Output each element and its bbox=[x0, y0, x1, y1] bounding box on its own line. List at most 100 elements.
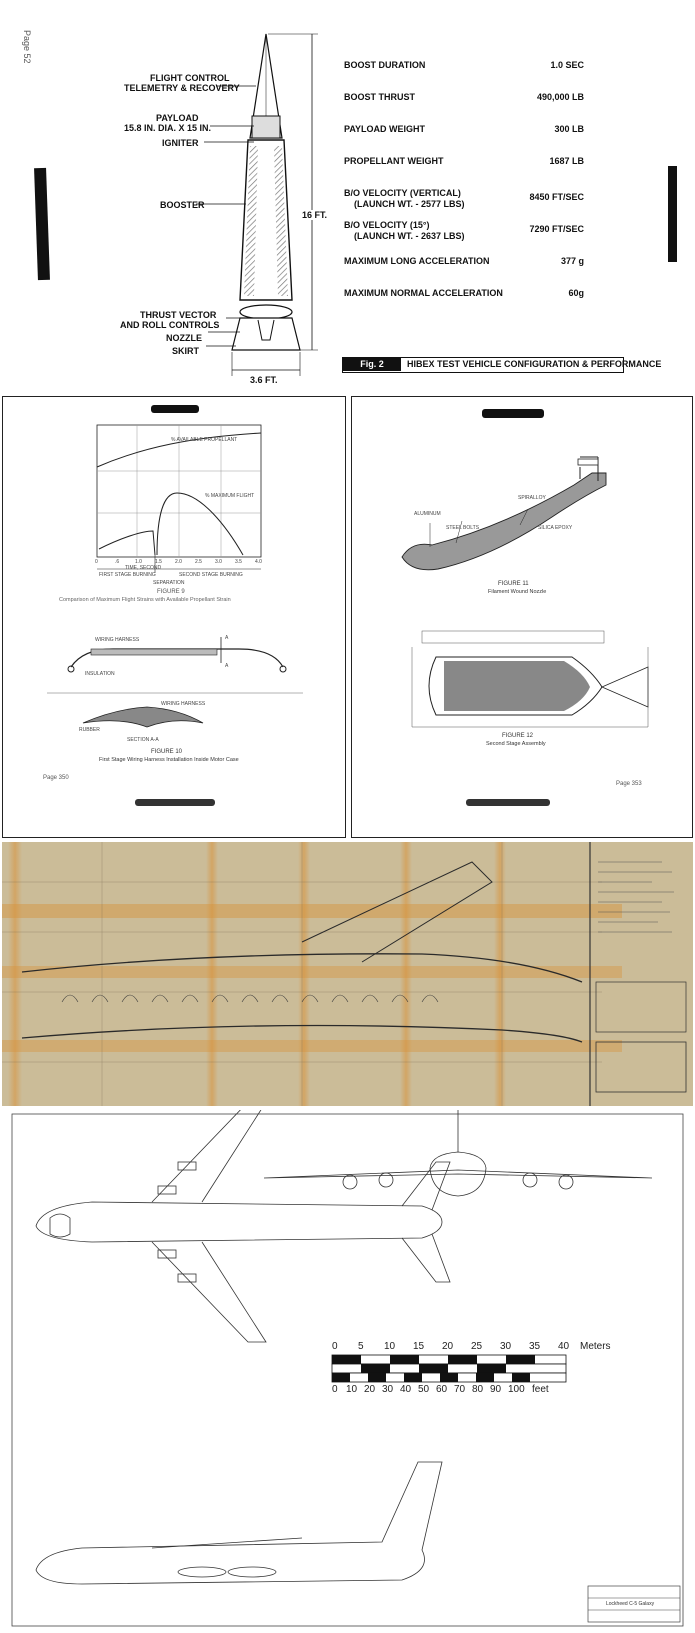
figure11-title: Filament Wound Nozzle bbox=[488, 589, 547, 595]
chart-label-available: % AVAILABLE PROPELLANT bbox=[171, 437, 238, 443]
fuselage-bottom-profile bbox=[21, 1024, 583, 1043]
label-rubber: RUBBER bbox=[79, 727, 100, 733]
tick-label: .6 bbox=[115, 559, 120, 565]
label-spiralloy: SPIRALLOY bbox=[518, 495, 546, 501]
scale-tick: 15 bbox=[413, 1341, 425, 1352]
chart-label-max-flight: % MAXIMUM FLIGHT bbox=[205, 493, 255, 499]
chart-label-separation: SEPARATION bbox=[153, 580, 185, 586]
scale-tick: 90 bbox=[490, 1384, 502, 1395]
scale-tick: 30 bbox=[500, 1341, 512, 1352]
parts-list-block bbox=[595, 981, 687, 1033]
chart-label-second-stage: SECOND STAGE BURNING bbox=[179, 572, 243, 578]
label-igniter: IGNITER bbox=[162, 138, 199, 148]
label-steel-bolts: STEEL BOLTS bbox=[446, 525, 480, 531]
spec-value: 8450 FT/SEC bbox=[529, 192, 584, 202]
label-aluminum: ALUMINUM bbox=[414, 511, 441, 517]
figure-caption: HIBEX TEST VEHICLE CONFIGURATION & PERFO… bbox=[407, 359, 662, 369]
spec-label-2: (LAUNCH WT. - 2577 LBS) bbox=[354, 199, 465, 209]
max-flight-curve bbox=[156, 492, 244, 556]
redaction-mark bbox=[34, 167, 50, 281]
label-wiring-harness: WIRING HARNESS bbox=[95, 637, 140, 643]
label-payload: PAYLOAD bbox=[156, 113, 199, 123]
label-nozzle: NOZZLE bbox=[166, 333, 202, 343]
redaction-mark bbox=[482, 409, 544, 418]
scale-tick: 100 bbox=[508, 1384, 525, 1395]
scale-tick: 5 bbox=[358, 1341, 364, 1352]
scale-labels-meters: 0 5 10 15 20 25 30 35 40 Meters bbox=[332, 1341, 632, 1353]
available-propellant-curve bbox=[96, 432, 262, 468]
label-insulation: INSULATION bbox=[85, 671, 115, 677]
tick-label: 2.5 bbox=[195, 559, 202, 565]
label-payload-dims: 15.8 IN. DIA. X 15 IN. bbox=[124, 123, 212, 133]
notes-block bbox=[598, 861, 674, 933]
fig-label: Fig. 2 bbox=[343, 358, 401, 371]
label-thrust-vector: THRUST VECTOR bbox=[140, 310, 217, 320]
scale-bar-meters bbox=[331, 1354, 567, 1383]
drawing-border bbox=[11, 1113, 684, 1627]
hibex-panel: Page 52 bbox=[0, 0, 695, 392]
spec-label: B/O VELOCITY (VERTICAL) bbox=[344, 188, 461, 198]
label-skirt: SKIRT bbox=[172, 346, 199, 356]
label-wiring-harness-2: WIRING HARNESS bbox=[161, 701, 206, 707]
tick-label: 1.5 bbox=[155, 559, 162, 565]
spec-label-2: (LAUNCH WT. - 2637 LBS) bbox=[354, 231, 465, 241]
c5-front-view bbox=[263, 1110, 653, 1197]
spec-label: PAYLOAD WEIGHT bbox=[344, 124, 426, 134]
spec-label: B/O VELOCITY (15°) bbox=[344, 220, 430, 230]
scale-tick: 10 bbox=[384, 1341, 396, 1352]
tick-label: 2.0 bbox=[175, 559, 182, 565]
figure-caption-bar: Fig. 2 HIBEX TEST VEHICLE CONFIGURATION … bbox=[342, 357, 661, 373]
redaction-mark bbox=[135, 799, 215, 806]
label-section-a-top: A bbox=[225, 635, 229, 641]
scale-tick: 30 bbox=[382, 1384, 394, 1395]
spec-value: 300 LB bbox=[554, 124, 584, 134]
scale-labels-feet: 0 10 20 30 40 50 60 70 80 90 100 feet bbox=[332, 1384, 632, 1396]
tick-label: 0 bbox=[95, 559, 98, 565]
fuselage-top-profile bbox=[21, 953, 583, 983]
scale-tick: 80 bbox=[472, 1384, 484, 1395]
spec-label: BOOST THRUST bbox=[344, 92, 415, 102]
wing-profile bbox=[301, 861, 493, 963]
scale-tick: 40 bbox=[400, 1384, 412, 1395]
scale-tick: 70 bbox=[454, 1384, 466, 1395]
hibex-vehicle-drawing bbox=[34, 33, 677, 376]
c5-drawing bbox=[11, 1110, 684, 1627]
rust-stain-bands bbox=[2, 842, 622, 1106]
figure9-num: FIGURE 9 bbox=[157, 589, 185, 595]
label-diameter: 3.6 FT. bbox=[250, 375, 278, 385]
label-silica-epoxy: SILICA EPOXY bbox=[538, 525, 573, 531]
label-section-aa: SECTION A-A bbox=[127, 737, 159, 743]
label-section-a-bottom: A bbox=[225, 663, 229, 669]
spec-value: 490,000 LB bbox=[536, 92, 584, 102]
c5-three-view-panel: 0 5 10 15 20 25 30 35 40 Meters 0 10 20 … bbox=[2, 1110, 693, 1631]
c5-top-view bbox=[35, 1110, 451, 1343]
figure9-title: Comparison of Maximum Flight Strains wit… bbox=[59, 597, 231, 603]
chart-gridlines bbox=[97, 425, 261, 557]
scale-tick: 50 bbox=[418, 1384, 430, 1395]
spec-value: 7290 FT/SEC bbox=[529, 224, 584, 234]
title-block bbox=[595, 1041, 687, 1093]
page-353-drawings bbox=[401, 409, 649, 806]
figure12-title: Second Stage Assembly bbox=[486, 741, 546, 747]
scale-tick: 35 bbox=[529, 1341, 541, 1352]
spec-label: MAXIMUM LONG ACCELERATION bbox=[344, 256, 490, 266]
report-page-353: ALUMINUM STEEL BOLTS SPIRALLOY SILICA EP… bbox=[351, 396, 693, 838]
redaction-mark bbox=[668, 166, 677, 262]
redaction-mark bbox=[466, 799, 550, 806]
spec-value: 1687 LB bbox=[549, 156, 584, 166]
skirt bbox=[231, 317, 301, 351]
scale-tick: 20 bbox=[442, 1341, 454, 1352]
tick-label: 4.0 bbox=[255, 559, 262, 565]
figure11-num: FIGURE 11 bbox=[498, 581, 529, 587]
redaction-mark bbox=[151, 405, 199, 413]
second-stage-nozzle bbox=[600, 666, 649, 708]
label-roll-controls: AND ROLL CONTROLS bbox=[120, 320, 220, 330]
page-350-drawings bbox=[47, 405, 303, 806]
spec-value: 60g bbox=[568, 288, 584, 298]
frame-stations bbox=[61, 994, 439, 1003]
section-aa-profile bbox=[82, 706, 204, 728]
scale-tick: 40 bbox=[558, 1341, 570, 1352]
blueprint-panel bbox=[2, 842, 693, 1106]
label-flight-control: FLIGHT CONTROL bbox=[150, 73, 230, 83]
c5-title-block-text: Lockheed C-5 Galaxy bbox=[606, 1601, 655, 1607]
